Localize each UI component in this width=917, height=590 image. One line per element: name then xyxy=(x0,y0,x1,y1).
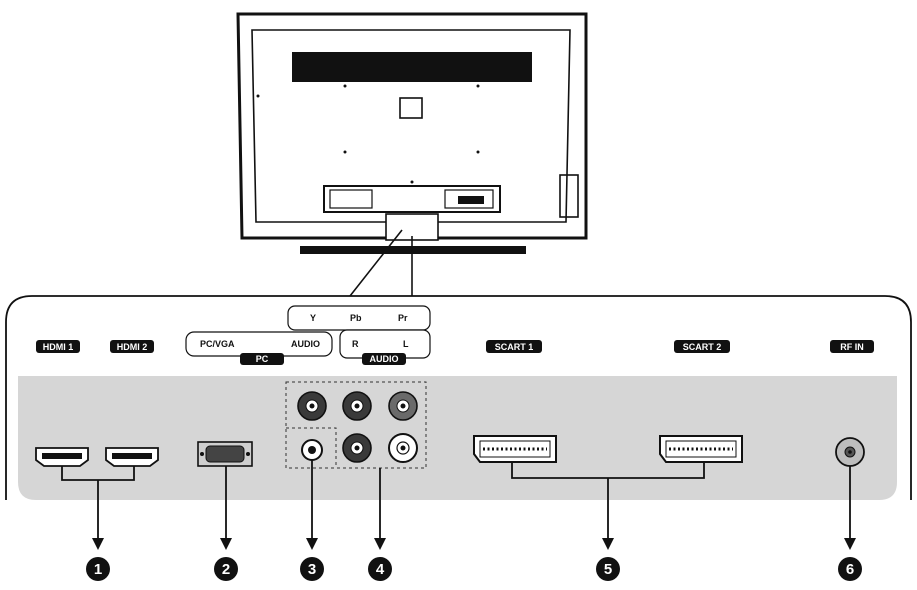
callout-3-number: 3 xyxy=(308,561,316,578)
scart2-label: SCART 2 xyxy=(683,342,722,352)
pc-audio-label: AUDIO xyxy=(291,339,320,349)
scart2-label-pill xyxy=(674,340,730,353)
component-audio-label-pill xyxy=(362,353,406,365)
hdmi1-label-pill xyxy=(36,340,80,353)
callout-2-number: 2 xyxy=(222,561,230,578)
hdmi1-label: HDMI 1 xyxy=(43,342,74,352)
scart2-port xyxy=(659,435,743,463)
connection-panel-shaded-area xyxy=(18,376,897,500)
callout-1-number: 1 xyxy=(94,561,102,578)
scart1-label: SCART 1 xyxy=(495,342,534,352)
component-group-dashed-box xyxy=(285,381,427,469)
scart1-label-pill xyxy=(486,340,542,353)
component-audio-label: AUDIO xyxy=(370,354,399,364)
hdmi2-port xyxy=(105,447,159,467)
rf-in-label: RF IN xyxy=(840,342,864,352)
audio-l-label: L xyxy=(403,339,409,349)
hdmi2-label: HDMI 2 xyxy=(117,342,148,352)
audio-r-jack xyxy=(342,433,372,463)
callout-6-number: 6 xyxy=(846,561,854,578)
audio-r-label: R xyxy=(352,339,359,349)
component-audio-divider xyxy=(286,427,337,468)
pc-label: PC xyxy=(256,354,269,364)
component-pr-jack xyxy=(388,391,418,421)
callout-6-badge xyxy=(838,557,862,581)
pc-label-pill xyxy=(240,353,284,365)
callout-1-badge xyxy=(86,557,110,581)
tv-rear-illustration xyxy=(236,12,588,254)
vga-port xyxy=(197,441,253,467)
rf-in-label-pill xyxy=(830,340,874,353)
scart1-port xyxy=(473,435,557,463)
callout-2-badge xyxy=(214,557,238,581)
pc-vga-label: PC/VGA xyxy=(200,339,235,349)
callout-3-badge xyxy=(300,557,324,581)
component-y-jack xyxy=(297,391,327,421)
component-pb-label: Pb xyxy=(350,313,362,323)
zoom-leader-lines xyxy=(349,229,413,297)
component-pr-label: Pr xyxy=(398,313,408,323)
callout-4-number: 4 xyxy=(376,561,385,578)
callout-5-number: 5 xyxy=(604,561,612,578)
pc-audio-jack xyxy=(301,439,323,461)
hdmi1-port xyxy=(35,447,89,467)
callout-4-badge xyxy=(368,557,392,581)
callout-arrowheads xyxy=(92,538,856,550)
hdmi2-label-pill xyxy=(110,340,154,353)
component-y-label: Y xyxy=(310,313,316,323)
callout-leader-lines xyxy=(61,460,851,544)
rf-in-port xyxy=(835,437,865,467)
audio-l-jack xyxy=(388,433,418,463)
callout-5-badge xyxy=(596,557,620,581)
component-pb-jack xyxy=(342,391,372,421)
